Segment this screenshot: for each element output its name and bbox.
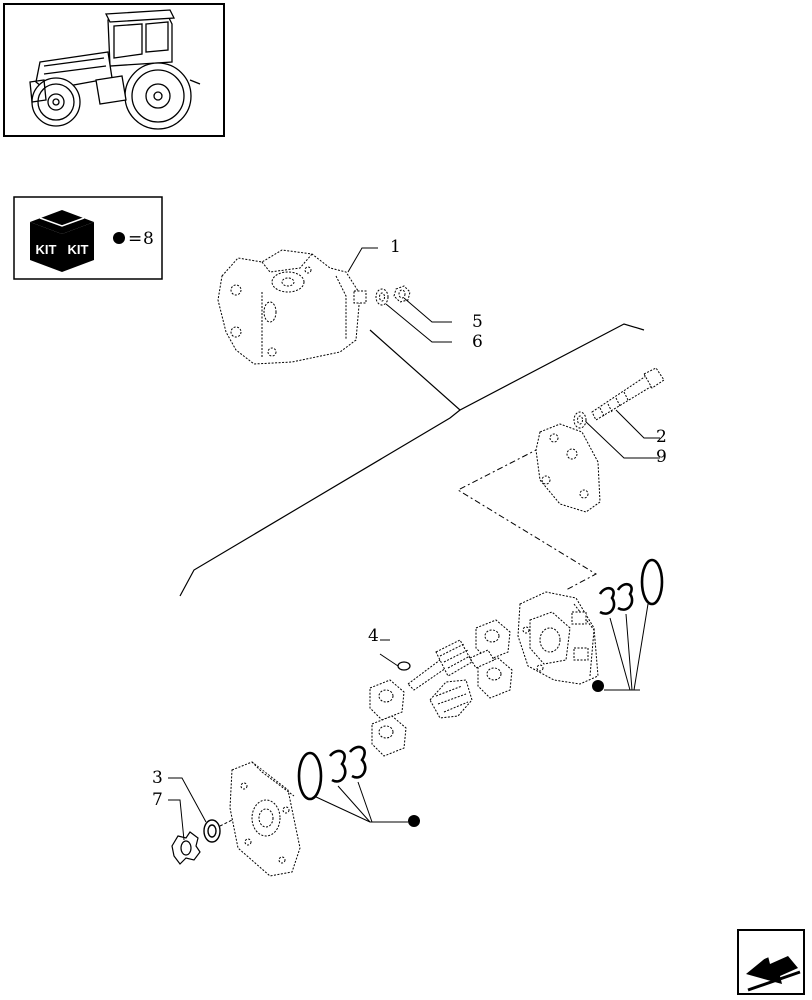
gear-pump-assembly (217, 249, 367, 365)
kit-marker-upper (592, 680, 604, 692)
washer-part-6 (375, 288, 389, 306)
kit-label-left: KIT (36, 242, 57, 257)
next-page-arrow-icon (746, 953, 801, 992)
callout-5: 5 (472, 312, 483, 332)
bushing-set-right (475, 619, 513, 699)
drive-shaft-gear (407, 639, 495, 691)
callout-1: 1 (390, 237, 401, 257)
next-page-button[interactable] (737, 929, 805, 995)
kit-marker-lower (408, 815, 420, 827)
callout-6: 6 (472, 332, 483, 352)
section-boundary-lines (179, 323, 645, 597)
callout-4: 4 (368, 626, 379, 646)
kit-equals-sign: = (128, 229, 142, 249)
callout-9: 9 (656, 447, 667, 467)
shaft-seal-part-3 (203, 819, 221, 843)
tractor-icon (29, 9, 201, 130)
kit-legend: KIT KIT = 8 (13, 196, 163, 280)
callout-leaders-upper (347, 247, 660, 667)
seal-kit-upper-leaders (604, 603, 649, 691)
callout-3: 3 (152, 768, 163, 788)
dashed-reference-lines (456, 447, 598, 591)
bushing-set-left (369, 679, 407, 757)
callout-2: 2 (656, 427, 667, 447)
pump-body-rear (517, 591, 599, 685)
kit-box-icon: KIT KIT (30, 210, 94, 272)
washer-part-9 (573, 411, 587, 429)
driven-gear (429, 679, 473, 719)
pump-front-cover (229, 761, 301, 877)
lock-washer-part-7 (171, 831, 201, 865)
seal-kit-upper (598, 558, 664, 615)
callout-7: 7 (152, 790, 163, 810)
kit-bullet-icon (113, 232, 125, 244)
nut-part-5 (393, 285, 411, 303)
flange-cover-upper (535, 423, 601, 513)
kit-label-right: KIT (68, 242, 89, 257)
key-part-4 (397, 661, 411, 671)
kit-number: 8 (143, 229, 154, 249)
seal-kit-lower-leaders (313, 781, 408, 823)
seal-kit-lower (297, 745, 367, 801)
bolt-part-2 (591, 367, 665, 421)
tractor-thumbnail (3, 3, 225, 137)
callout-leaders-lower (168, 777, 233, 841)
